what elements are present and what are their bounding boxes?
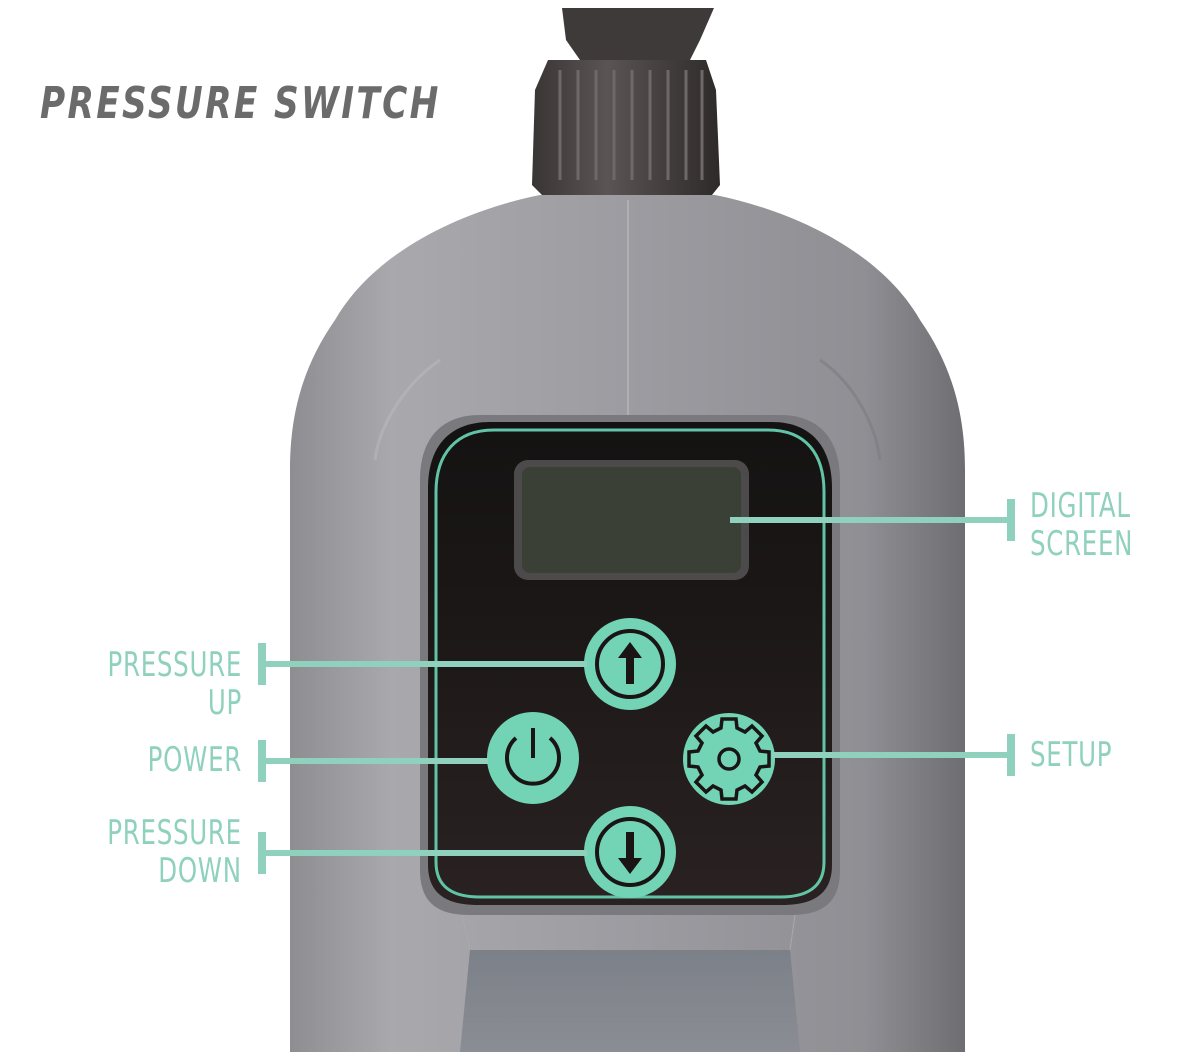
power-button [487,712,579,804]
hose-icon [562,8,714,60]
callout-tick-power [258,740,266,782]
callout-tick-pressure-up [258,643,266,685]
page-title: PRESSURE SWITCH [40,78,441,129]
label-line: DIGITAL [1030,486,1131,526]
label-pressure-down: PRESSURE DOWN [108,814,242,890]
callout-tick-setup [1007,734,1015,776]
arrow-down-icon [618,832,642,874]
label-setup: SETUP [1030,736,1112,774]
callout-line-setup [772,752,1014,758]
callout-line-pressure-down [262,850,587,856]
callout-line-digital-screen [730,517,1015,523]
arrow-up-icon [618,642,642,684]
setup-button [683,713,775,805]
label-pressure-up: PRESSURE UP [68,646,242,722]
label-line: SCREEN [1030,524,1134,564]
label-line: DOWN [158,851,242,891]
label-digital-screen: DIGITAL SCREEN [1030,487,1133,563]
label-line: POWER [147,740,242,780]
label-power: POWER [148,741,242,779]
callout-tick-pressure-down [258,832,266,874]
pressure-down-button [584,806,676,898]
label-line: SETUP [1030,735,1113,775]
label-line: PRESSURE [107,813,242,853]
callout-tick-digital-screen [1007,499,1015,541]
pressure-up-button [584,618,676,710]
callout-line-pressure-up [262,661,587,667]
label-line: PRESSURE UP [107,645,242,723]
callout-line-power [262,758,488,764]
gear-icon [687,717,771,801]
digital-screen [522,467,741,573]
